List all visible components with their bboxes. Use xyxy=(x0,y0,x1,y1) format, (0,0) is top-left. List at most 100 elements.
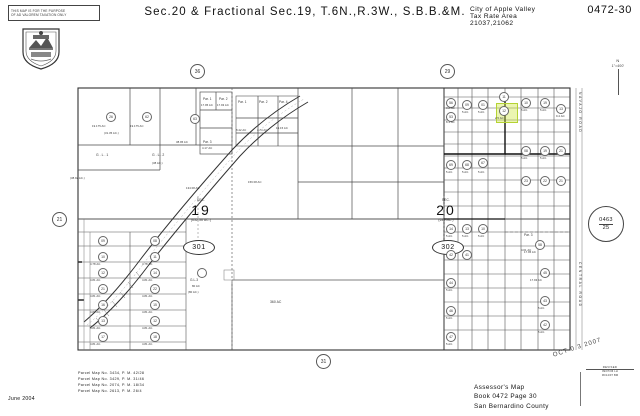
revised-line-2: 06/14/07 BM xyxy=(601,373,619,377)
street-label-central-road: CENTRAL ROAD xyxy=(578,262,582,308)
map-scale: 1"=400' xyxy=(611,64,625,68)
parcel-circle-e2[interactable]: 53 xyxy=(446,112,456,122)
east-acreage-7: 9.4 AC xyxy=(556,114,565,118)
named-parcel-label-5: Par. 1 xyxy=(238,100,247,104)
parcel-circle-sw4[interactable]: 11 xyxy=(150,252,160,262)
parcel-circle-e17[interactable]: 21 xyxy=(556,176,566,186)
east-acreage-16: 17.95 AC xyxy=(524,250,536,254)
parcel-circle-sw9[interactable]: 16 xyxy=(98,300,108,310)
named-parcel-label-6: Par. 2 xyxy=(259,100,268,104)
parcel-circle-e18[interactable]: 14 xyxy=(446,224,456,234)
parcel-circle-e13[interactable]: 19 xyxy=(540,146,550,156)
parcel-circle-sw2[interactable]: 08 xyxy=(150,236,160,246)
parcel-circle-sw12[interactable]: 12 xyxy=(150,316,160,326)
lot-acreage-gl3: 80 AC xyxy=(192,284,200,288)
east-acreage-2: 8.3 AC xyxy=(446,120,455,124)
east-acreage-14: 5 AC. xyxy=(462,234,470,238)
parcel-circle-sw14[interactable]: 18 xyxy=(150,332,160,342)
disclaimer-line-1: THIS MAP IS FOR THE PURPOSE xyxy=(11,8,66,13)
parcel-circle-e5[interactable]: 11 xyxy=(499,92,509,102)
section-20-label: SEC. xyxy=(441,198,451,202)
east-acreage-19: 5 AC. xyxy=(538,330,546,334)
revised-title: REVISED xyxy=(586,365,634,371)
sw-acreage-4: 4.81 AC. xyxy=(142,278,154,282)
east-acreage-17: 17.93 AC xyxy=(530,278,542,282)
parcel-circle-62[interactable]: 62 xyxy=(142,112,152,122)
parcel-circle-e3[interactable]: 09 xyxy=(462,100,472,110)
parcel-acreage-26: 19.175 AC xyxy=(92,124,106,128)
parcel-circle-e20[interactable]: 10 xyxy=(478,224,488,234)
parcel-circle-e21[interactable]: 58 xyxy=(535,240,545,250)
parcel-circle-e14[interactable]: 21 xyxy=(556,146,566,156)
east-acreage-21: 5 AC. xyxy=(446,316,454,320)
east-acreage-15: 5 AC xyxy=(478,234,485,238)
parcel-circle-e16[interactable]: 22 xyxy=(540,176,550,186)
east-acreage-20: 5 AC. xyxy=(446,288,454,292)
parcel-circle-sw6[interactable]: 14 xyxy=(150,268,160,278)
parcel-map-ref-1: Parcel Map No. 3434, P. M. 42/28 xyxy=(78,371,145,375)
center-large-acreage: 156 08 AC xyxy=(248,180,262,184)
parcel-circle-e15[interactable]: 23 xyxy=(521,176,531,186)
east-acreage-9: 5 AC. xyxy=(462,170,470,174)
parcel-circle-e29[interactable]: 47 xyxy=(446,332,456,342)
parcel-circle-sw11[interactable]: 13 xyxy=(98,316,108,326)
named-parcel-acreage-6: 4.74 AC xyxy=(257,128,268,132)
parcel-circle-sw10[interactable]: 15 xyxy=(150,300,160,310)
parcel-circle-sw8[interactable]: 22 xyxy=(150,284,160,294)
section-19-map-id: 301 xyxy=(183,240,215,255)
sw-acreage-11: 4.81 AC. xyxy=(90,342,102,346)
street-label-navajo-road: NAVAJO ROAD xyxy=(578,92,582,134)
parcel-circle-sw3[interactable]: 10 xyxy=(98,252,108,262)
east-acreage-11: 5 AC. xyxy=(521,156,529,160)
named-parcel-label-1: Par. 1 xyxy=(203,97,212,101)
assessor-book-page: Book 0472 Page 30 xyxy=(474,393,537,401)
section-corner-marker-31: 31 xyxy=(316,354,331,369)
parcel-circle-e10[interactable]: 68 xyxy=(462,160,472,170)
section-20-block: SEC. 20 (640 AC.) xyxy=(426,198,466,222)
parcel-circle-26[interactable]: 26 xyxy=(106,112,116,122)
parcel-circle-63[interactable]: 63 xyxy=(190,114,200,124)
sw-acreage-10: 4.81 AC. xyxy=(142,326,154,330)
tax-rate-area-numbers: 21037,21062 xyxy=(470,20,514,27)
parcel-circle-e23[interactable]: 42 xyxy=(446,250,456,260)
named-parcel-acreage-3: 4.17 AC xyxy=(202,146,213,150)
parcel-circle-sw7[interactable]: 21 xyxy=(98,284,108,294)
parcel-circle-e6[interactable]: 10 xyxy=(521,98,531,108)
lot-label-gl1: G.L.1 xyxy=(96,153,110,157)
parcel-circle-sw5[interactable]: 12 xyxy=(98,268,108,278)
sw-acreage-2: 4.78 AC. xyxy=(142,262,154,266)
named-parcel-label-3: Par. 3 xyxy=(203,140,212,144)
parcel-circle-e1[interactable]: 56 xyxy=(446,98,456,108)
east-acreage-4: 5 AC. xyxy=(478,110,486,114)
parcel-circle-sw13[interactable]: 17 xyxy=(98,332,108,342)
parcel-circle-e22[interactable]: 45 xyxy=(540,268,550,278)
section-19-number: 19 xyxy=(191,202,211,218)
assessor-map-label: Assessor's Map xyxy=(474,384,525,391)
parcel-circle-e27[interactable]: 44 xyxy=(446,278,456,288)
sw-acreage-6: 4.81 AC. xyxy=(142,294,154,298)
parcel-circle-e7[interactable]: 19 xyxy=(540,98,550,108)
parcel-circle-e25[interactable]: 43 xyxy=(540,296,550,306)
named-parcel-acreage-7: 4.61 AC xyxy=(521,248,532,252)
parcel-circle-e19[interactable]: 13 xyxy=(462,224,472,234)
parcel-circle-e12[interactable]: 08 xyxy=(521,146,531,156)
parcel-circle-gl3[interactable] xyxy=(197,268,207,278)
sw-acreage-8: 4.81 AC. xyxy=(142,310,154,314)
parcel-circle-e4[interactable]: 01 xyxy=(478,100,488,110)
east-acreage-22: 5 AC. xyxy=(446,342,454,346)
lot-label-gl3: G.L.3 xyxy=(190,278,199,282)
parcel-circle-highlight[interactable]: 12 xyxy=(499,106,509,116)
footer-divider xyxy=(580,372,581,406)
parcel-circle-e11[interactable]: 67 xyxy=(478,158,488,168)
parcel-circle-e9[interactable]: 69 xyxy=(446,160,456,170)
parcel-acreage-62: 19.175 AC xyxy=(130,124,144,128)
center-acreage: 134 08 AC xyxy=(186,186,200,190)
parcel-circle-sw1[interactable]: 09 xyxy=(98,236,108,246)
adjacent-book-page-marker: 0463 25 xyxy=(588,206,624,242)
parcel-circle-e28[interactable]: 46 xyxy=(446,306,456,316)
parcel-circle-e26[interactable]: 42 xyxy=(540,320,550,330)
section-20-acreage: (640 AC.) xyxy=(438,218,454,222)
parcel-circle-e24[interactable]: 41 xyxy=(462,250,472,260)
parcel-circle-e8[interactable]: 13 xyxy=(556,104,566,114)
sw-acreage-3: 4.81 AC. xyxy=(90,278,102,282)
